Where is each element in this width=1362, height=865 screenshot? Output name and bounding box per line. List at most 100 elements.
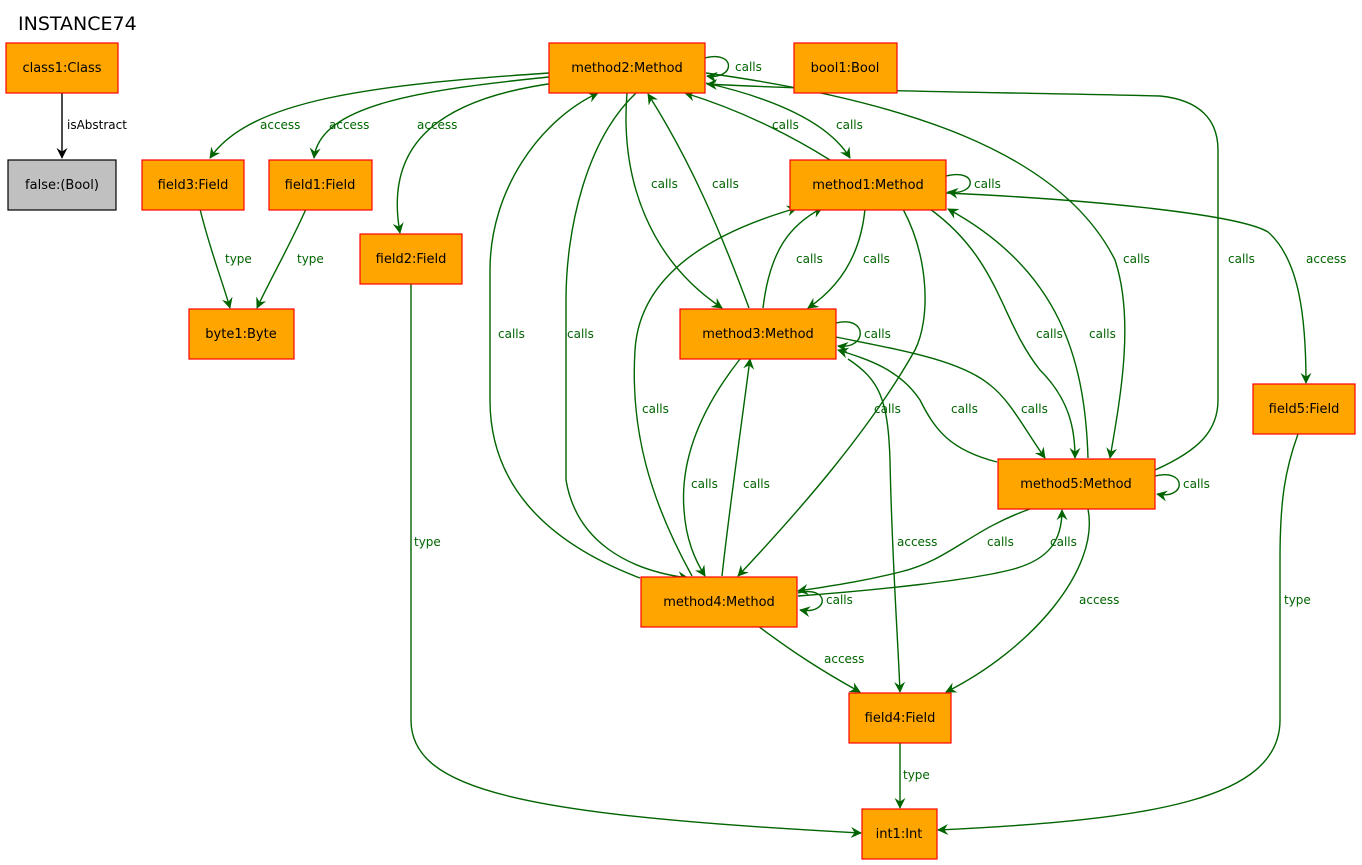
edge-label: calls [951,402,978,416]
edge-label: access [329,118,369,132]
edge-method4-method5 [797,509,1068,597]
node-field5: field5:Field [1252,383,1356,435]
edge-method1-method5-a [929,208,1081,459]
edge-label: calls [1183,477,1210,491]
edge-method5-field4 [945,508,1090,693]
edge-label: calls [691,477,718,491]
edge-label: calls [651,177,678,191]
edge-method4-method2-left [489,92,641,579]
edge-label: access [897,535,937,549]
edge-method4-self [797,590,823,618]
node-class1: class1:Class [5,42,119,94]
node-label: byte1:Byte [205,327,276,342]
node-label: method3:Method [702,327,814,342]
edge-field1-byte1 [256,208,307,309]
edge-field3-byte1 [199,208,233,309]
edge-label: calls [1123,252,1150,266]
edge-label: calls [796,252,823,266]
node-field4: field4:Field [848,692,952,744]
edge-method2-method4 [565,92,689,583]
edge-label: calls [864,327,891,341]
node-label: field3:Field [158,178,229,193]
edge-method2-self [704,55,730,83]
edge-label: calls [1089,327,1116,341]
node-int1: int1:Int [861,808,938,860]
node-label: method2:Method [571,61,683,76]
edge-method4-method3 [721,358,755,577]
edge-label: calls [735,60,762,74]
edge-label: access [417,118,457,132]
edge-label: access [824,652,864,666]
edge-method5-self [1154,474,1180,502]
edge-method2-method1 [705,82,851,159]
edge-method1-method3 [807,208,866,309]
edge-method3-field4 [847,358,906,693]
edge-method2-field2 [392,82,556,234]
edge-label: calls [712,177,739,191]
edge-method2-field1 [309,76,550,159]
edge-label: calls [974,177,1001,191]
edge-label: type [225,252,252,266]
edge-method4-method1 [633,205,798,577]
edge-label: calls [1050,535,1077,549]
node-method1: method1:Method [789,159,947,211]
edge-label: calls [1036,327,1063,341]
edge-label: calls [987,535,1014,549]
edge-label: access [1079,593,1119,607]
edge-label: calls [874,402,901,416]
edge-method5-method1 [947,208,1089,459]
edge-label: calls [772,118,799,132]
edge-method3-method2 [647,93,750,309]
edge-method2-field3 [209,72,550,159]
node-label: field4:Field [865,711,936,726]
node-label: int1:Int [876,827,923,842]
edge-method3-method5 [835,336,1046,459]
node-label: class1:Class [22,61,101,76]
edge-label: calls [1021,402,1048,416]
edge-method3-method1 [762,207,823,309]
node-label: field1:Field [285,178,356,193]
node-label: method5:Method [1020,477,1132,492]
node-method4: method4:Method [640,576,798,628]
node-label: method1:Method [812,178,924,193]
edge-label: type [414,535,441,549]
node-false: false:(Bool) [7,159,117,211]
edges: isAbstract calls access access access ty… [56,55,1346,838]
edge-label: type [903,768,930,782]
node-field3: field3:Field [141,159,245,211]
node-label: false:(Bool) [25,178,99,193]
edge-method1-field5 [945,192,1312,384]
edge-field5-int1 [937,433,1299,836]
edge-label: calls [567,327,594,341]
node-method3: method3:Method [679,308,837,360]
edge-method5-method3 [837,347,998,463]
edge-label: type [1284,593,1311,607]
edge-method2-method3 [625,92,723,309]
node-method5: method5:Method [997,458,1156,510]
edge-method1-self [945,173,971,199]
edge-label: access [260,118,300,132]
node-byte1: byte1:Byte [188,308,295,360]
node-label: bool1:Bool [811,61,880,76]
node-label: field2:Field [376,252,447,267]
edge-label: calls [743,477,770,491]
edge-label: calls [836,118,863,132]
edge-label: calls [826,593,853,607]
edge-label: calls [863,252,890,266]
edge-method1-method2-a [684,90,831,161]
edge-label: access [1306,252,1346,266]
edge-label: calls [642,402,669,416]
edge-method3-self [835,321,861,353]
diagram-title: INSTANCE74 [18,13,137,35]
edge-method5-method4 [797,508,1031,595]
edge-method4-field4 [757,625,861,693]
edge-label: isAbstract [67,118,127,132]
edge-field2-int1 [410,284,862,838]
node-label: method4:Method [663,595,775,610]
edge-label: calls [498,327,525,341]
edge-label: type [297,252,324,266]
node-field2: field2:Field [359,233,463,285]
edge-method3-method4 [682,358,741,577]
node-field1: field1:Field [268,159,373,211]
